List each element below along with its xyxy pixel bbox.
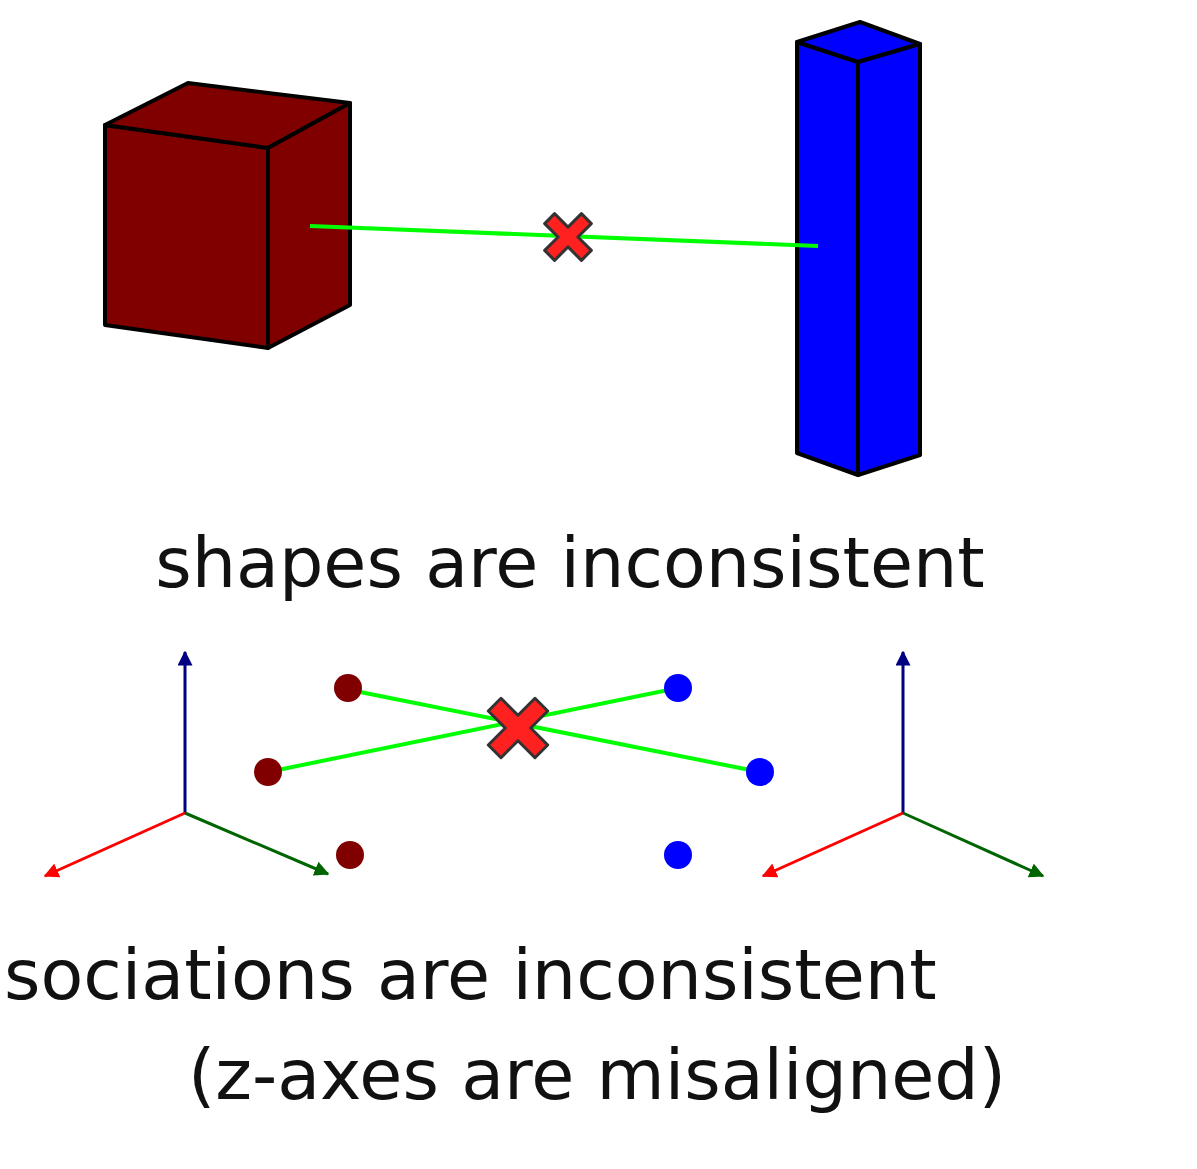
cross-mark — [531, 200, 605, 274]
red-cube — [105, 83, 350, 348]
blue-bar — [797, 22, 920, 475]
blue-points — [664, 674, 774, 869]
caption-label: (z-axes are misaligned) — [188, 1040, 1006, 1110]
left-frame — [45, 652, 328, 876]
cross-mark — [471, 681, 564, 774]
red-points — [254, 674, 364, 869]
caption-label: sociations are inconsistent — [4, 940, 937, 1010]
right-frame — [763, 652, 1043, 876]
caption-label: shapes are inconsistent — [155, 528, 985, 598]
